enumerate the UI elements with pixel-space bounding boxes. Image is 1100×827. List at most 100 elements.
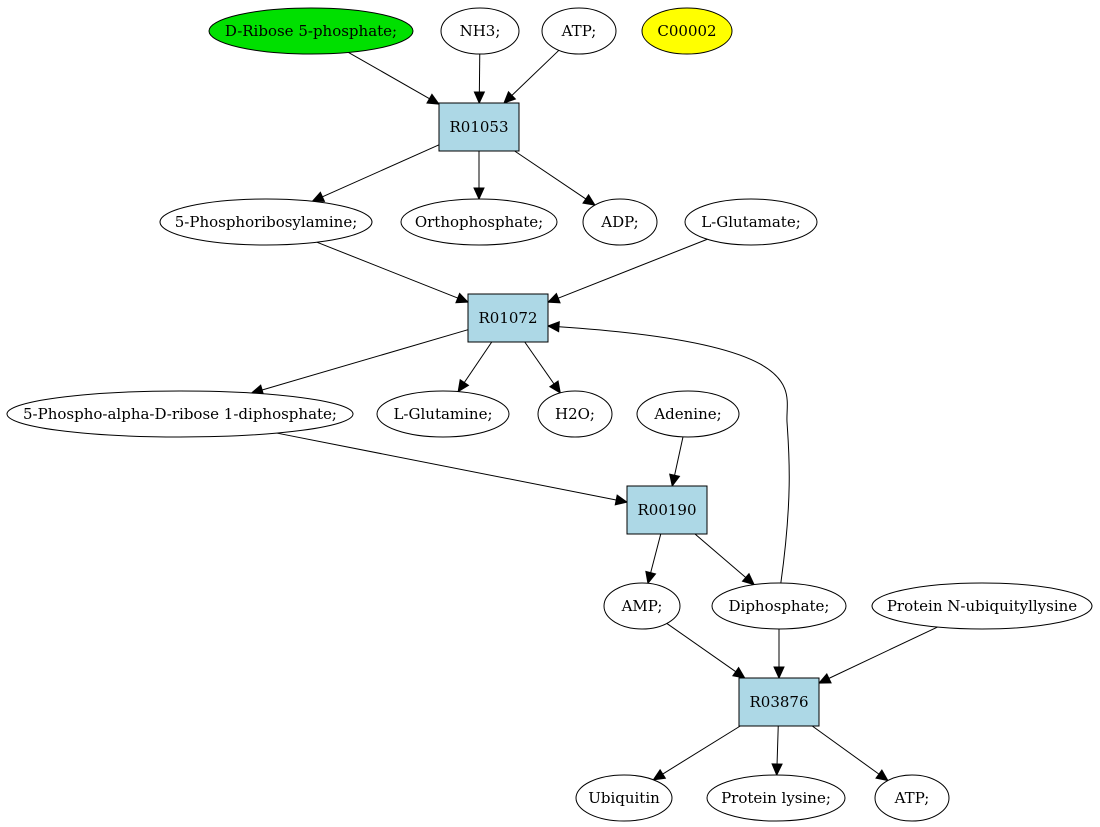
compound-node-adp[interactable]: ADP; [582, 198, 658, 246]
edge-r01053-to-adp-line [514, 150, 587, 200]
compound-ellipse [440, 7, 520, 55]
node-label: Ubiquitin [588, 789, 660, 807]
compound-node-glutamate[interactable]: L-Glutamate; [684, 198, 818, 246]
node-label: R03876 [749, 693, 808, 711]
node-label: 5-Phosphoribosylamine; [175, 213, 358, 231]
compound-ellipse [159, 198, 373, 246]
edges-layer [250, 49, 938, 782]
compound-node-h2o[interactable]: H2O; [537, 390, 613, 438]
compound-node-protein-lysine[interactable]: Protein lysine; [706, 774, 846, 822]
edge-r03876-to-ubiquitin-line [662, 725, 741, 775]
compound-ellipse [537, 390, 613, 438]
edge-r00190-to-amp-line [650, 533, 662, 573]
compound-node-diphosphate[interactable]: Diphosphate; [711, 582, 847, 630]
reaction-node-r01072[interactable]: R01072 [467, 293, 549, 343]
edge-r01072-to-prpp [250, 329, 469, 396]
edge-adenine-to-r00190-line [674, 436, 684, 476]
edge-r03876-to-protein_lysine [771, 725, 783, 777]
node-label: 5-Phospho-alpha-D-ribose 1-diphosphate; [23, 405, 337, 423]
compound-node-atp-top[interactable]: ATP; [541, 7, 617, 55]
edge-ubq_lysine-to-r03876-arrowhead [817, 672, 832, 684]
node-label: Diphosphate; [729, 597, 830, 615]
edge-prpp-to-r00190 [276, 432, 629, 506]
edge-diphosphate-to-r01072 [546, 321, 790, 584]
edge-r01053-to-prpp_amine-line [322, 144, 440, 198]
node-label: Protein lysine; [721, 789, 831, 807]
edge-r01072-to-h2o-line [524, 341, 555, 385]
compound-ellipse [711, 582, 847, 630]
edge-prpp-to-r00190-arrowhead [614, 494, 629, 506]
edge-diphosphate-to-r03876-arrowhead [773, 666, 785, 680]
edge-r03876-to-ubiquitin-arrowhead [652, 768, 667, 781]
node-label: NH3; [460, 22, 501, 40]
edge-prpp_amine-to-r01072 [316, 241, 470, 304]
compound-node-prpp[interactable]: 5-Phospho-alpha-D-ribose 1-diphosphate; [6, 390, 354, 438]
edge-prpp-to-r00190-line [276, 432, 617, 501]
compound-ellipse [603, 582, 681, 630]
edge-glutamate-to-r01072-line [558, 238, 708, 299]
edge-adenine-to-r00190 [669, 436, 684, 488]
compound-node-atp-bottom[interactable]: ATP; [874, 774, 950, 822]
edge-r01053-to-prpp_amine-arrowhead [311, 191, 326, 202]
reaction-node-r00190[interactable]: R00190 [626, 485, 708, 535]
edge-r03876-to-atp_bottom [811, 725, 889, 782]
compound-ellipse [6, 390, 354, 438]
edge-atp_top-to-r01053-line [511, 49, 560, 96]
edge-adenine-to-r00190-arrowhead [669, 473, 681, 488]
edge-ubq_lysine-to-r03876 [817, 626, 938, 684]
nodes-layer: D-Ribose 5-phosphate; NH3; ATP; C00002R0105… [6, 7, 1093, 822]
reaction-box [738, 677, 820, 727]
edge-r01053-to-orthophosphate [473, 151, 485, 201]
edge-r01072-to-glutamine-line [463, 341, 493, 383]
node-label: R01053 [449, 118, 508, 136]
edge-r01072-to-prpp-line [261, 329, 469, 391]
node-label: AMP; [621, 597, 663, 615]
edge-r03876-to-protein_lysine-arrowhead [771, 763, 783, 777]
edge-diphosphate-to-r01072-line [558, 326, 790, 584]
edge-ribose5p-to-r01053-arrowhead [426, 93, 441, 105]
compound-ellipse [641, 7, 733, 55]
edge-atp_top-to-r01053 [503, 49, 560, 104]
compound-ellipse [636, 390, 740, 438]
compound-node-ribose5p[interactable]: D-Ribose 5-phosphate; [208, 7, 414, 55]
edge-amp-to-r03876 [666, 622, 746, 679]
compound-node-amp[interactable]: AMP; [603, 582, 681, 630]
edge-ribose5p-to-r01053 [348, 51, 441, 105]
node-label: L-Glutamine; [393, 405, 492, 423]
edge-r01053-to-adp [514, 150, 596, 206]
compound-node-prpp-amine[interactable]: 5-Phosphoribosylamine; [159, 198, 373, 246]
compound-node-c00002[interactable]: C00002 [641, 7, 733, 55]
edge-r01053-to-orthophosphate-arrowhead [473, 187, 485, 201]
compound-node-adenine[interactable]: Adenine; [636, 390, 740, 438]
edge-r00190-to-amp [645, 533, 662, 585]
node-label: ATP; [561, 22, 597, 40]
edge-r01072-to-glutamine [457, 341, 493, 393]
edge-r00190-to-diphosphate [694, 533, 756, 586]
compound-ellipse [208, 7, 414, 55]
node-label: C00002 [657, 22, 716, 40]
node-label: Adenine; [653, 405, 721, 423]
compound-node-orthophosphate[interactable]: Orthophosphate; [400, 198, 558, 246]
reaction-box [626, 485, 708, 535]
compound-node-ubq-lysine[interactable]: Protein N-ubiquityllysine [871, 582, 1093, 630]
compound-node-ubiquitin[interactable]: Ubiquitin [575, 774, 673, 822]
edge-r00190-to-diphosphate-line [694, 533, 747, 578]
compound-node-nh3[interactable]: NH3; [440, 7, 520, 55]
edge-glutamate-to-r01072-arrowhead [546, 292, 561, 304]
edge-r00190-to-diphosphate-arrowhead [741, 572, 756, 586]
reaction-node-r01053[interactable]: R01053 [438, 102, 520, 152]
edge-r03876-to-atp_bottom-line [811, 725, 880, 775]
edge-amp-to-r03876-arrowhead [732, 666, 746, 679]
reaction-node-r03876[interactable]: R03876 [738, 677, 820, 727]
compound-ellipse [871, 582, 1093, 630]
node-label: Protein N-ubiquityllysine [887, 597, 1077, 615]
edge-amp-to-r03876-line [666, 622, 737, 673]
edge-nh3-to-r01053-arrowhead [473, 91, 486, 105]
edge-r01072-to-h2o-arrowhead [548, 380, 561, 394]
compound-node-glutamine[interactable]: L-Glutamine; [376, 390, 510, 438]
node-label: L-Glutamate; [701, 213, 801, 231]
node-label: R00190 [637, 501, 696, 519]
node-label: R01072 [478, 309, 537, 327]
edge-prpp_amine-to-r01072-arrowhead [455, 292, 470, 304]
